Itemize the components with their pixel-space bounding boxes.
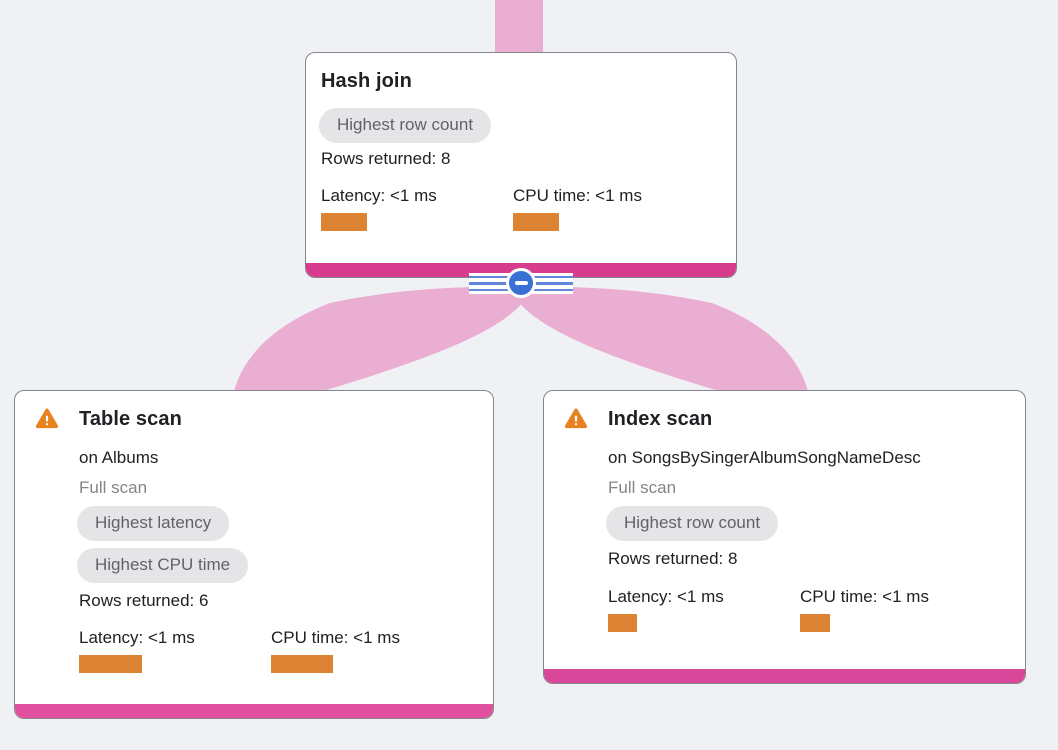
cpu-time-label: CPU time: <1 ms	[800, 587, 929, 606]
node-subtitle: on SongsBySingerAlbumSongNameDesc	[608, 448, 921, 467]
cpu-time-bar	[513, 213, 559, 231]
metrics-row: Latency: <1 ms CPU time: <1 ms	[608, 587, 992, 632]
node-card-table-scan[interactable]: Table scan on Albums Full scan Highest l…	[14, 390, 494, 719]
latency-bar	[79, 655, 142, 673]
cpu-time-bar	[271, 655, 333, 673]
cpu-time-metric: CPU time: <1 ms	[271, 628, 463, 673]
edge-hashjoin-to-indexscan	[512, 286, 810, 402]
scan-type-text: Full scan	[79, 478, 148, 497]
latency-label: Latency: <1 ms	[321, 186, 437, 205]
metrics-row: Latency: <1 ms CPU time: <1 ms	[79, 628, 463, 673]
latency-label: Latency: <1 ms	[608, 587, 724, 606]
node-card-hash-join[interactable]: Hash join Highest row count Rows returne…	[305, 52, 737, 278]
latency-metric: Latency: <1 ms	[321, 186, 513, 231]
edge-root-trunk	[495, 0, 543, 57]
cpu-time-label: CPU time: <1 ms	[513, 186, 642, 205]
warning-icon	[564, 408, 588, 429]
edge-hashjoin-to-tablescan	[232, 286, 530, 402]
node-accent-bar	[544, 669, 1025, 683]
minus-icon	[514, 281, 528, 285]
node-accent-bar	[15, 704, 493, 718]
latency-bar	[608, 614, 637, 632]
node-title: Table scan	[79, 408, 182, 430]
rows-returned-text: Rows returned: 8	[321, 149, 451, 168]
cpu-time-label: CPU time: <1 ms	[271, 628, 400, 647]
warning-icon	[35, 408, 59, 429]
badge-highest-row-count: Highest row count	[319, 108, 492, 143]
latency-metric: Latency: <1 ms	[79, 628, 271, 673]
cpu-time-metric: CPU time: <1 ms	[513, 186, 705, 231]
badge-highest-latency: Highest latency	[77, 506, 230, 541]
rows-returned-text: Rows returned: 6	[79, 591, 209, 610]
node-card-index-scan[interactable]: Index scan on SongsBySingerAlbumSongName…	[543, 390, 1026, 684]
scan-type-text: Full scan	[608, 478, 677, 497]
latency-metric: Latency: <1 ms	[608, 587, 800, 632]
node-title: Hash join	[321, 70, 412, 92]
latency-bar	[321, 213, 367, 231]
latency-label: Latency: <1 ms	[79, 628, 195, 647]
badge-highest-cpu-time: Highest CPU time	[77, 548, 249, 583]
collapse-node-button[interactable]	[506, 268, 536, 298]
node-subtitle: on Albums	[79, 448, 159, 467]
cpu-time-bar	[800, 614, 830, 632]
badge-highest-row-count: Highest row count	[606, 506, 779, 541]
node-title: Index scan	[608, 408, 713, 430]
metrics-row: Latency: <1 ms CPU time: <1 ms	[321, 186, 705, 231]
rows-returned-text: Rows returned: 8	[608, 549, 738, 568]
cpu-time-metric: CPU time: <1 ms	[800, 587, 992, 632]
